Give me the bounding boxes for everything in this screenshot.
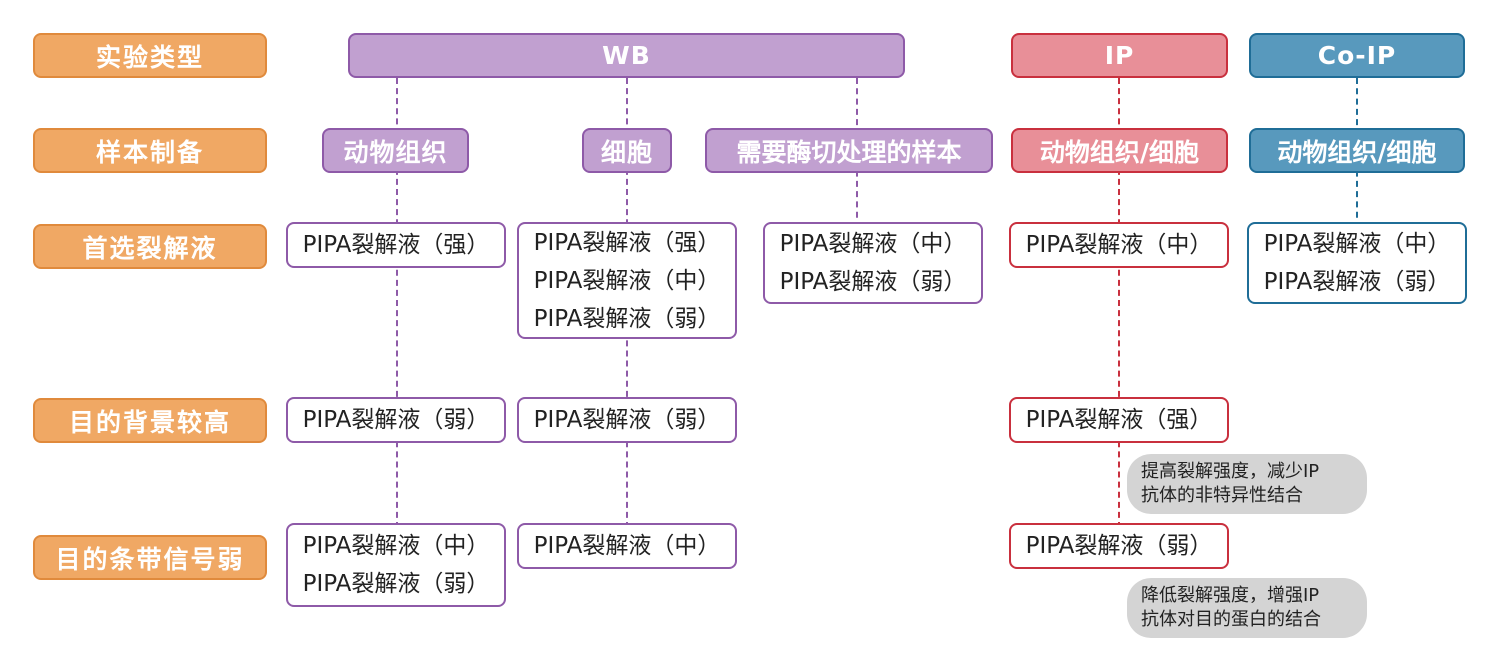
row-label-preferred-lysis: 首选裂解液 bbox=[33, 224, 267, 269]
lysis-item: PIPA裂解液（强） bbox=[1025, 407, 1213, 433]
sample-wb-enzyme: 需要酶切处理的样本 bbox=[705, 128, 993, 173]
note-line: 提高裂解强度，减少IP bbox=[1141, 461, 1320, 482]
preferred-wb-tissue: PIPA裂解液（强） bbox=[286, 222, 506, 268]
lysis-item: PIPA裂解液（弱） bbox=[533, 407, 721, 433]
sample-wb-tissue: 动物组织 bbox=[322, 128, 469, 173]
sample-ip: 动物组织/细胞 bbox=[1011, 128, 1228, 173]
experiment-ip: IP bbox=[1011, 33, 1228, 78]
sample-wb-cell: 细胞 bbox=[582, 128, 672, 173]
experiment-coip: Co-IP bbox=[1249, 33, 1465, 78]
connector-ip bbox=[1118, 78, 1120, 528]
lysis-item: PIPA裂解液（弱） bbox=[533, 305, 721, 332]
connector-wb-tissue bbox=[396, 78, 398, 528]
sample-coip: 动物组织/细胞 bbox=[1249, 128, 1465, 173]
row-label-weak-signal: 目的条带信号弱 bbox=[33, 535, 267, 580]
lysis-item: PIPA裂解液（中） bbox=[1263, 231, 1451, 257]
note-line: 抗体的非特异性结合 bbox=[1141, 485, 1303, 506]
lysis-item: PIPA裂解液（强） bbox=[533, 229, 721, 256]
note-line: 降低裂解强度，增强IP bbox=[1141, 585, 1320, 606]
lysis-item: PIPA裂解液（中） bbox=[533, 533, 721, 559]
preferred-wb-enzyme: PIPA裂解液（中） PIPA裂解液（弱） bbox=[763, 222, 983, 304]
lysis-item: PIPA裂解液（弱） bbox=[1263, 269, 1451, 295]
high-bg-wb-tissue: PIPA裂解液（弱） bbox=[286, 397, 506, 443]
weak-signal-wb-tissue: PIPA裂解液（中） PIPA裂解液（弱） bbox=[286, 523, 506, 607]
row-label-high-background: 目的背景较高 bbox=[33, 398, 267, 443]
weak-signal-wb-cell: PIPA裂解液（中） bbox=[517, 523, 737, 569]
weak-signal-ip-note: 降低裂解强度，增强IP 抗体对目的蛋白的结合 bbox=[1127, 578, 1367, 638]
lysis-item: PIPA裂解液（中） bbox=[1025, 232, 1213, 258]
experiment-wb: WB bbox=[348, 33, 905, 78]
note-line: 抗体对目的蛋白的结合 bbox=[1141, 609, 1321, 630]
preferred-wb-cell: PIPA裂解液（强） PIPA裂解液（中） PIPA裂解液（弱） bbox=[517, 222, 737, 339]
high-bg-ip: PIPA裂解液（强） bbox=[1009, 397, 1229, 443]
lysis-item: PIPA裂解液（弱） bbox=[302, 407, 490, 433]
lysis-item: PIPA裂解液（中） bbox=[779, 231, 967, 257]
row-label-experiment-type: 实验类型 bbox=[33, 33, 267, 78]
row-label-sample-prep: 样本制备 bbox=[33, 128, 267, 173]
lysis-item: PIPA裂解液（弱） bbox=[1025, 533, 1213, 559]
lysis-item: PIPA裂解液（弱） bbox=[779, 269, 967, 295]
lysis-item: PIPA裂解液（中） bbox=[302, 533, 490, 559]
preferred-ip: PIPA裂解液（中） bbox=[1009, 222, 1229, 268]
lysis-item: PIPA裂解液（中） bbox=[533, 267, 721, 294]
preferred-coip: PIPA裂解液（中） PIPA裂解液（弱） bbox=[1247, 222, 1467, 304]
lysis-item: PIPA裂解液（强） bbox=[302, 232, 490, 258]
weak-signal-ip: PIPA裂解液（弱） bbox=[1009, 523, 1229, 569]
high-bg-ip-note: 提高裂解强度，减少IP 抗体的非特异性结合 bbox=[1127, 454, 1367, 514]
lysis-item: PIPA裂解液（弱） bbox=[302, 571, 490, 597]
high-bg-wb-cell: PIPA裂解液（弱） bbox=[517, 397, 737, 443]
